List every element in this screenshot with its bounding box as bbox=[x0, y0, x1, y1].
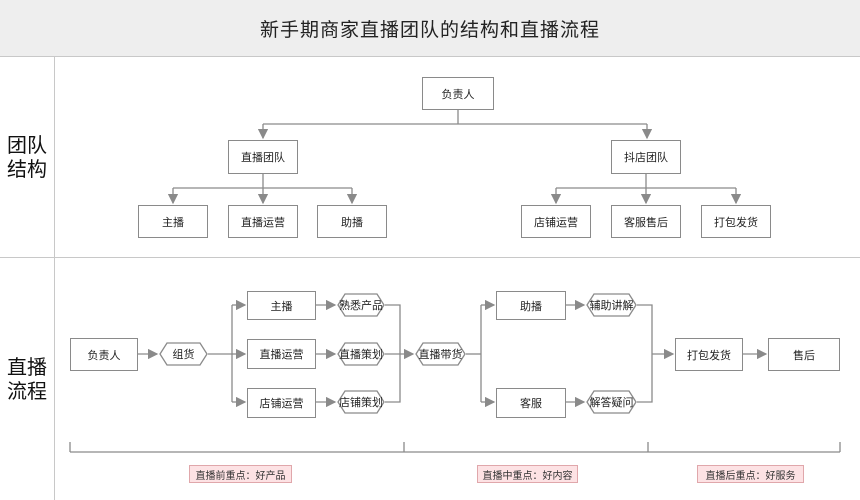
flow-live-planning-label: 直播策划 bbox=[339, 348, 383, 361]
flow-assist-explain: 辅助讲解 bbox=[586, 293, 637, 317]
flow-shop-planning-label: 店铺策划 bbox=[339, 396, 383, 409]
flow-shop-planning: 店铺策划 bbox=[337, 390, 385, 414]
flow-packing: 打包发货 bbox=[675, 338, 743, 371]
node-shop-team: 抖店团队 bbox=[611, 140, 681, 174]
section-label-structure-text: 团队 结构 bbox=[7, 133, 47, 181]
flow-know-products-label: 熟悉产品 bbox=[339, 299, 383, 312]
phase-during-live: 直播中重点：好内容 bbox=[477, 465, 578, 483]
section-label-flow: 直播 流程 bbox=[0, 258, 55, 500]
node-host: 主播 bbox=[138, 205, 208, 238]
title-bar: 新手期商家直播团队的结构和直播流程 bbox=[0, 0, 860, 57]
node-assistant-host: 助播 bbox=[317, 205, 387, 238]
phase-after-live: 直播后重点：好服务 bbox=[697, 465, 804, 483]
flow-live-planning: 直播策划 bbox=[337, 342, 385, 366]
flow-assist-explain-label: 辅助讲解 bbox=[589, 299, 634, 312]
flow-assistant-host: 助播 bbox=[496, 291, 566, 320]
node-live-team: 直播团队 bbox=[228, 140, 298, 174]
section-label-structure: 团队 结构 bbox=[0, 57, 55, 257]
flow-live-ops: 直播运营 bbox=[247, 339, 316, 369]
flow-know-products: 熟悉产品 bbox=[337, 293, 385, 317]
flow-assemble: 组货 bbox=[159, 342, 208, 366]
flow-host: 主播 bbox=[247, 291, 316, 320]
flow-after-sale: 售后 bbox=[768, 338, 840, 371]
flow-live-selling: 直播带货 bbox=[415, 342, 466, 366]
section-divider bbox=[0, 257, 860, 258]
flow-shop-ops: 店铺运营 bbox=[247, 388, 316, 418]
flow-customer-service: 客服 bbox=[496, 388, 566, 418]
flow-assemble-label: 组货 bbox=[172, 348, 195, 361]
node-live-ops: 直播运营 bbox=[228, 205, 298, 238]
node-packing: 打包发货 bbox=[701, 205, 771, 238]
flow-owner: 负责人 bbox=[70, 338, 138, 371]
phase-before-live: 直播前重点：好产品 bbox=[189, 465, 292, 483]
node-shop-ops: 店铺运营 bbox=[521, 205, 591, 238]
node-owner: 负责人 bbox=[422, 77, 494, 110]
flow-live-selling-label: 直播带货 bbox=[418, 348, 463, 361]
node-customer-service: 客服售后 bbox=[611, 205, 681, 238]
flow-answer-questions-label: 解答疑问 bbox=[589, 396, 634, 409]
diagram-title: 新手期商家直播团队的结构和直播流程 bbox=[259, 18, 600, 41]
section-label-flow-text: 直播 流程 bbox=[7, 355, 47, 403]
flow-answer-questions: 解答疑问 bbox=[586, 390, 637, 414]
